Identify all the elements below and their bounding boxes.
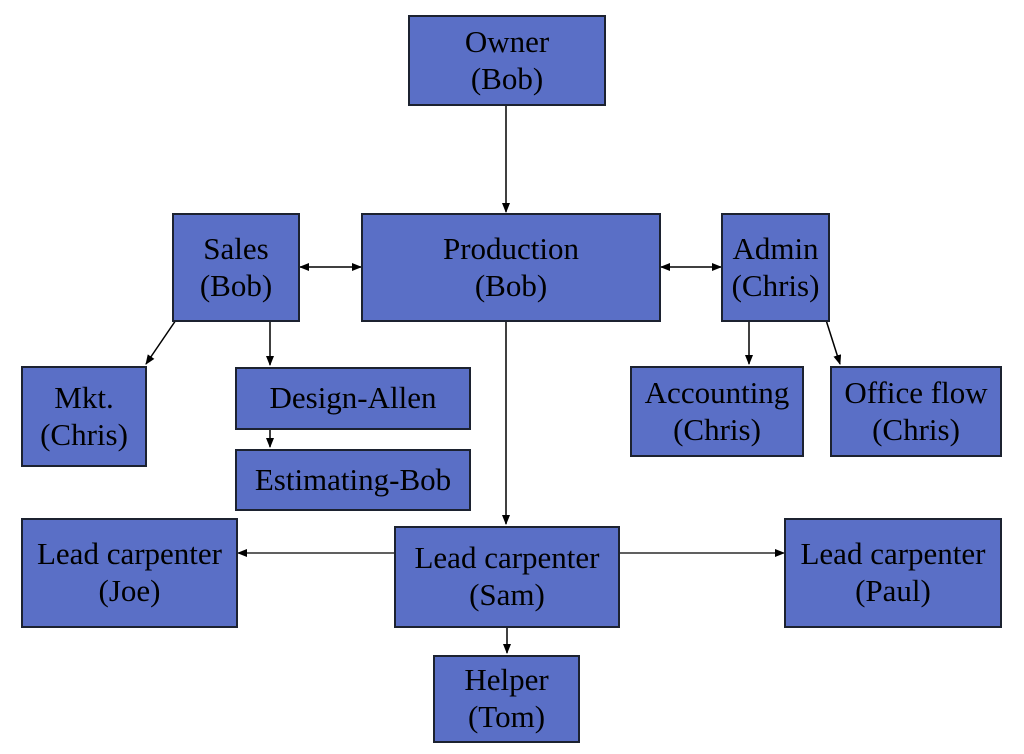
node-accounting-person: (Chris) (673, 411, 761, 447)
node-sales-title: Sales (203, 230, 269, 266)
node-owner: Owner (Bob) (408, 15, 606, 106)
node-lead-paul-person: (Paul) (855, 573, 931, 608)
node-production-title: Production (442, 230, 580, 266)
node-lead-sam: Lead carpenter (Sam) (394, 526, 620, 628)
node-estimating-title: Estimating-Bob (254, 461, 452, 497)
node-lead-joe-person: (Joe) (98, 573, 161, 608)
node-office-flow-title: Office flow (844, 374, 988, 410)
edge-sales-mkt (145, 319, 177, 365)
node-admin-person: (Chris) (731, 267, 820, 303)
node-lead-joe-title: Lead carpenter (36, 536, 222, 572)
node-accounting: Accounting (Chris) (630, 366, 804, 457)
node-mkt-person: (Chris) (40, 416, 128, 452)
node-helper: Helper (Tom) (433, 655, 580, 743)
node-office-flow: Office flow (Chris) (830, 366, 1002, 457)
node-lead-sam-person: (Sam) (469, 577, 545, 612)
node-sales: Sales (Bob) (172, 213, 300, 322)
node-mkt-title: Mkt. (54, 379, 114, 415)
node-accounting-title: Accounting (644, 374, 790, 410)
edge-admin-officeflow (825, 319, 842, 365)
node-design: Design-Allen (235, 367, 471, 430)
node-owner-title: Owner (464, 23, 550, 59)
node-sales-person: (Bob) (199, 267, 273, 303)
node-lead-sam-title: Lead carpenter (414, 540, 600, 576)
node-lead-paul-title: Lead carpenter (800, 536, 986, 572)
node-production: Production (Bob) (361, 213, 661, 322)
node-estimating: Estimating-Bob (235, 449, 471, 511)
node-lead-joe: Lead carpenter (Joe) (21, 518, 238, 628)
node-helper-title: Helper (464, 662, 549, 698)
node-design-title: Design-Allen (269, 380, 437, 416)
node-mkt: Mkt. (Chris) (21, 366, 147, 467)
node-office-flow-person: (Chris) (872, 411, 960, 447)
node-lead-paul: Lead carpenter (Paul) (784, 518, 1002, 628)
node-production-person: (Bob) (474, 267, 548, 303)
node-admin-title: Admin (732, 230, 819, 266)
node-helper-person: (Tom) (467, 699, 546, 734)
node-owner-person: (Bob) (470, 60, 544, 96)
node-admin: Admin (Chris) (721, 213, 830, 322)
